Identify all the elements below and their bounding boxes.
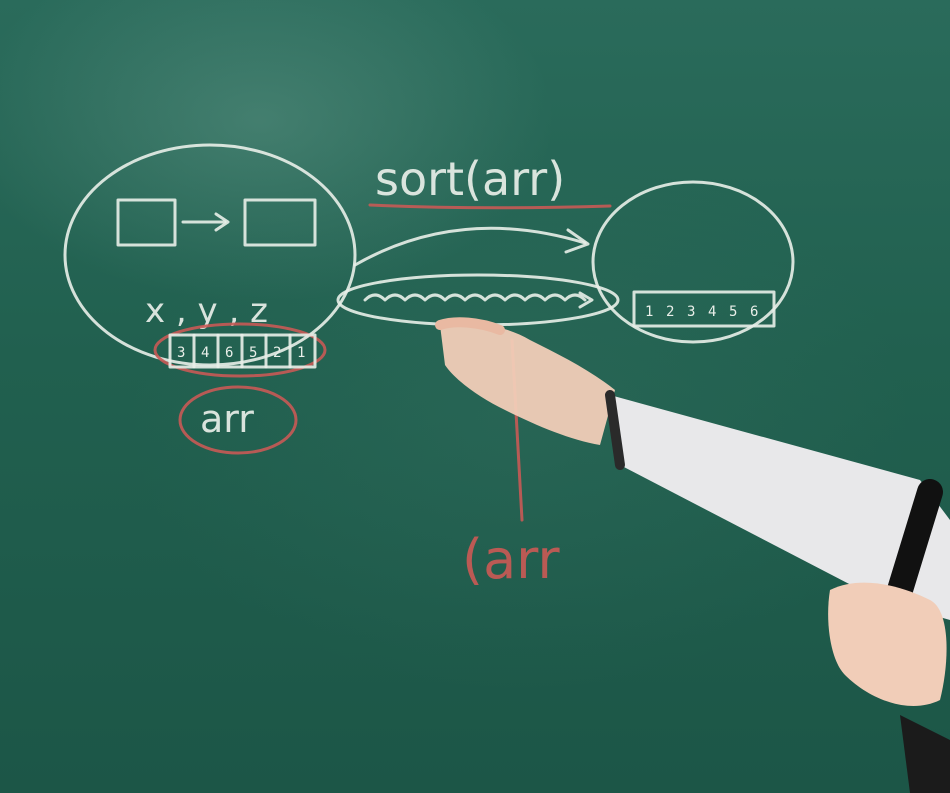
output-cell: 3 bbox=[687, 304, 695, 320]
second-hand bbox=[828, 582, 950, 793]
output-cell: 6 bbox=[750, 304, 758, 320]
input-array-highlight bbox=[153, 322, 327, 378]
input-cell: 4 bbox=[201, 345, 209, 361]
output-array-cells: 1 2 3 4 5 6 bbox=[645, 304, 758, 320]
output-array-box bbox=[632, 290, 776, 328]
arr-label: arr bbox=[200, 397, 254, 441]
input-array-dividers bbox=[192, 333, 292, 369]
output-cell: 2 bbox=[666, 304, 674, 320]
sort-arrowhead bbox=[564, 228, 590, 254]
output-circle bbox=[591, 180, 795, 344]
process-steps bbox=[363, 291, 594, 309]
input-cell: 1 bbox=[297, 345, 305, 361]
bottom-label: (arr bbox=[462, 528, 560, 591]
box-to-box-sketch bbox=[116, 198, 317, 247]
input-cell: 5 bbox=[249, 345, 257, 361]
input-cell: 3 bbox=[177, 345, 185, 361]
input-array-cells: 3 4 6 5 2 1 bbox=[177, 345, 305, 361]
arr-label-circle bbox=[178, 385, 298, 455]
sort-arrow bbox=[353, 226, 587, 267]
output-cell: 1 bbox=[645, 304, 653, 320]
input-cell: 2 bbox=[273, 345, 281, 361]
output-cell: 4 bbox=[708, 304, 716, 320]
sleeve bbox=[605, 390, 950, 620]
sort-underline bbox=[368, 203, 612, 210]
input-cell: 6 bbox=[225, 345, 233, 361]
sort-label: sort(arr) bbox=[375, 152, 565, 206]
input-circle bbox=[63, 143, 357, 367]
pointing-hand bbox=[435, 317, 615, 445]
output-cell: 5 bbox=[729, 304, 737, 320]
process-ellipse bbox=[336, 273, 620, 327]
